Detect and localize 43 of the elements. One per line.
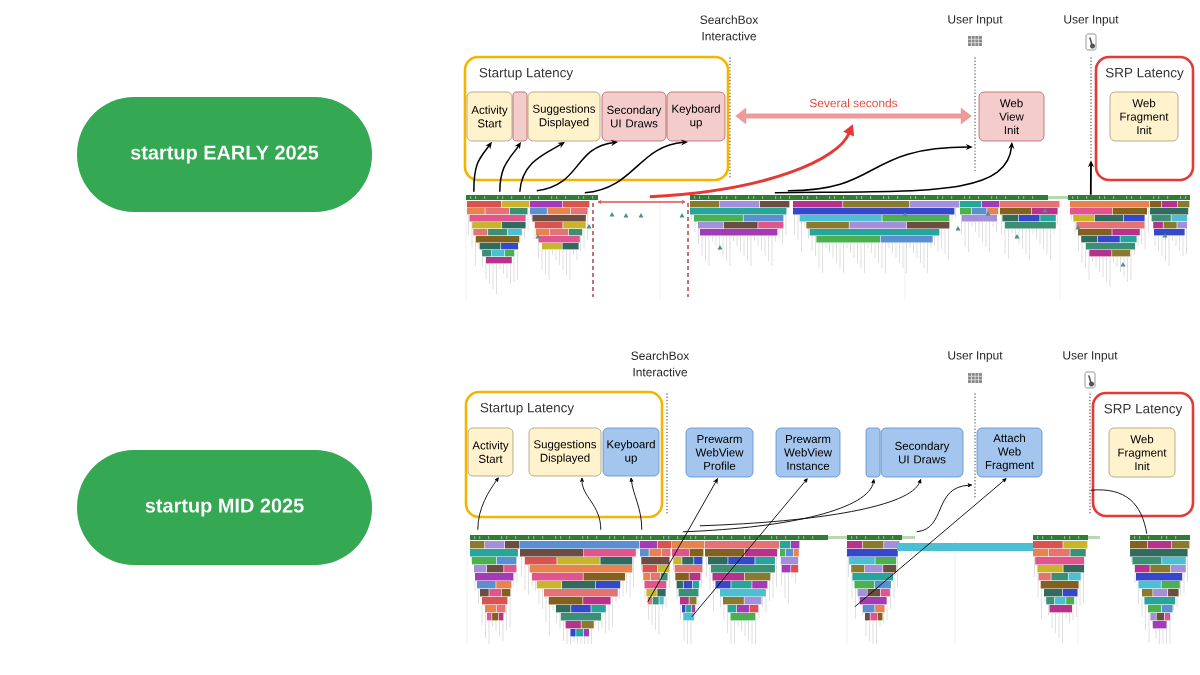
dotted-line — [666, 393, 668, 515]
marker-label: User Input — [1064, 15, 1119, 26]
step-box: Web View Init — [978, 91, 1045, 142]
dotted-line — [974, 57, 976, 172]
step-box: Prewarm WebView Profile — [685, 427, 754, 478]
step-box: Keyboard up — [602, 427, 660, 477]
arrow — [691, 478, 808, 618]
arrow — [699, 479, 922, 527]
arrow — [536, 139, 618, 192]
step-box: Keyboard up — [666, 91, 726, 142]
step-box: Secondary UI Draws — [880, 427, 964, 478]
step-box: Web Fragment Init — [1108, 427, 1176, 478]
arrow — [682, 479, 876, 533]
arrow — [580, 477, 602, 531]
step-box: Suggestions Displayed — [528, 427, 602, 477]
dotted-line — [974, 393, 976, 498]
step-box: Attach Web Fragment — [976, 427, 1043, 478]
step-box — [865, 427, 881, 478]
marker-label: User Input — [1063, 351, 1118, 362]
title-pill: startup MID 2025 — [77, 450, 372, 565]
dotted-line — [729, 57, 731, 180]
arrow — [916, 483, 973, 533]
step-box: Activity Start — [467, 427, 514, 477]
step-box: Activity Start — [466, 91, 513, 142]
marker-label: SearchBox Interactive — [631, 351, 690, 377]
arrow — [629, 477, 643, 531]
step-box: Web Fragment Init — [1109, 91, 1179, 142]
marker-label: User Input — [948, 351, 1003, 362]
marker-label: SearchBox Interactive — [700, 15, 759, 41]
dotted-line — [1089, 393, 1091, 515]
arrow — [854, 478, 1007, 608]
step-box: Secondary UI Draws — [601, 91, 667, 142]
arrow — [647, 478, 718, 603]
step-box — [512, 91, 528, 142]
edge-label: Several seconds — [807, 97, 900, 109]
connector-line — [1090, 489, 1148, 535]
marker-label: User Input — [948, 15, 1003, 26]
arrow — [584, 139, 688, 194]
flame-chart — [466, 535, 1190, 646]
title-pill: startup EARLY 2025 — [77, 97, 372, 212]
dotted-line — [1090, 57, 1092, 160]
step-box: Prewarm WebView Instance — [775, 427, 841, 478]
step-box: Suggestions Displayed — [527, 91, 601, 142]
